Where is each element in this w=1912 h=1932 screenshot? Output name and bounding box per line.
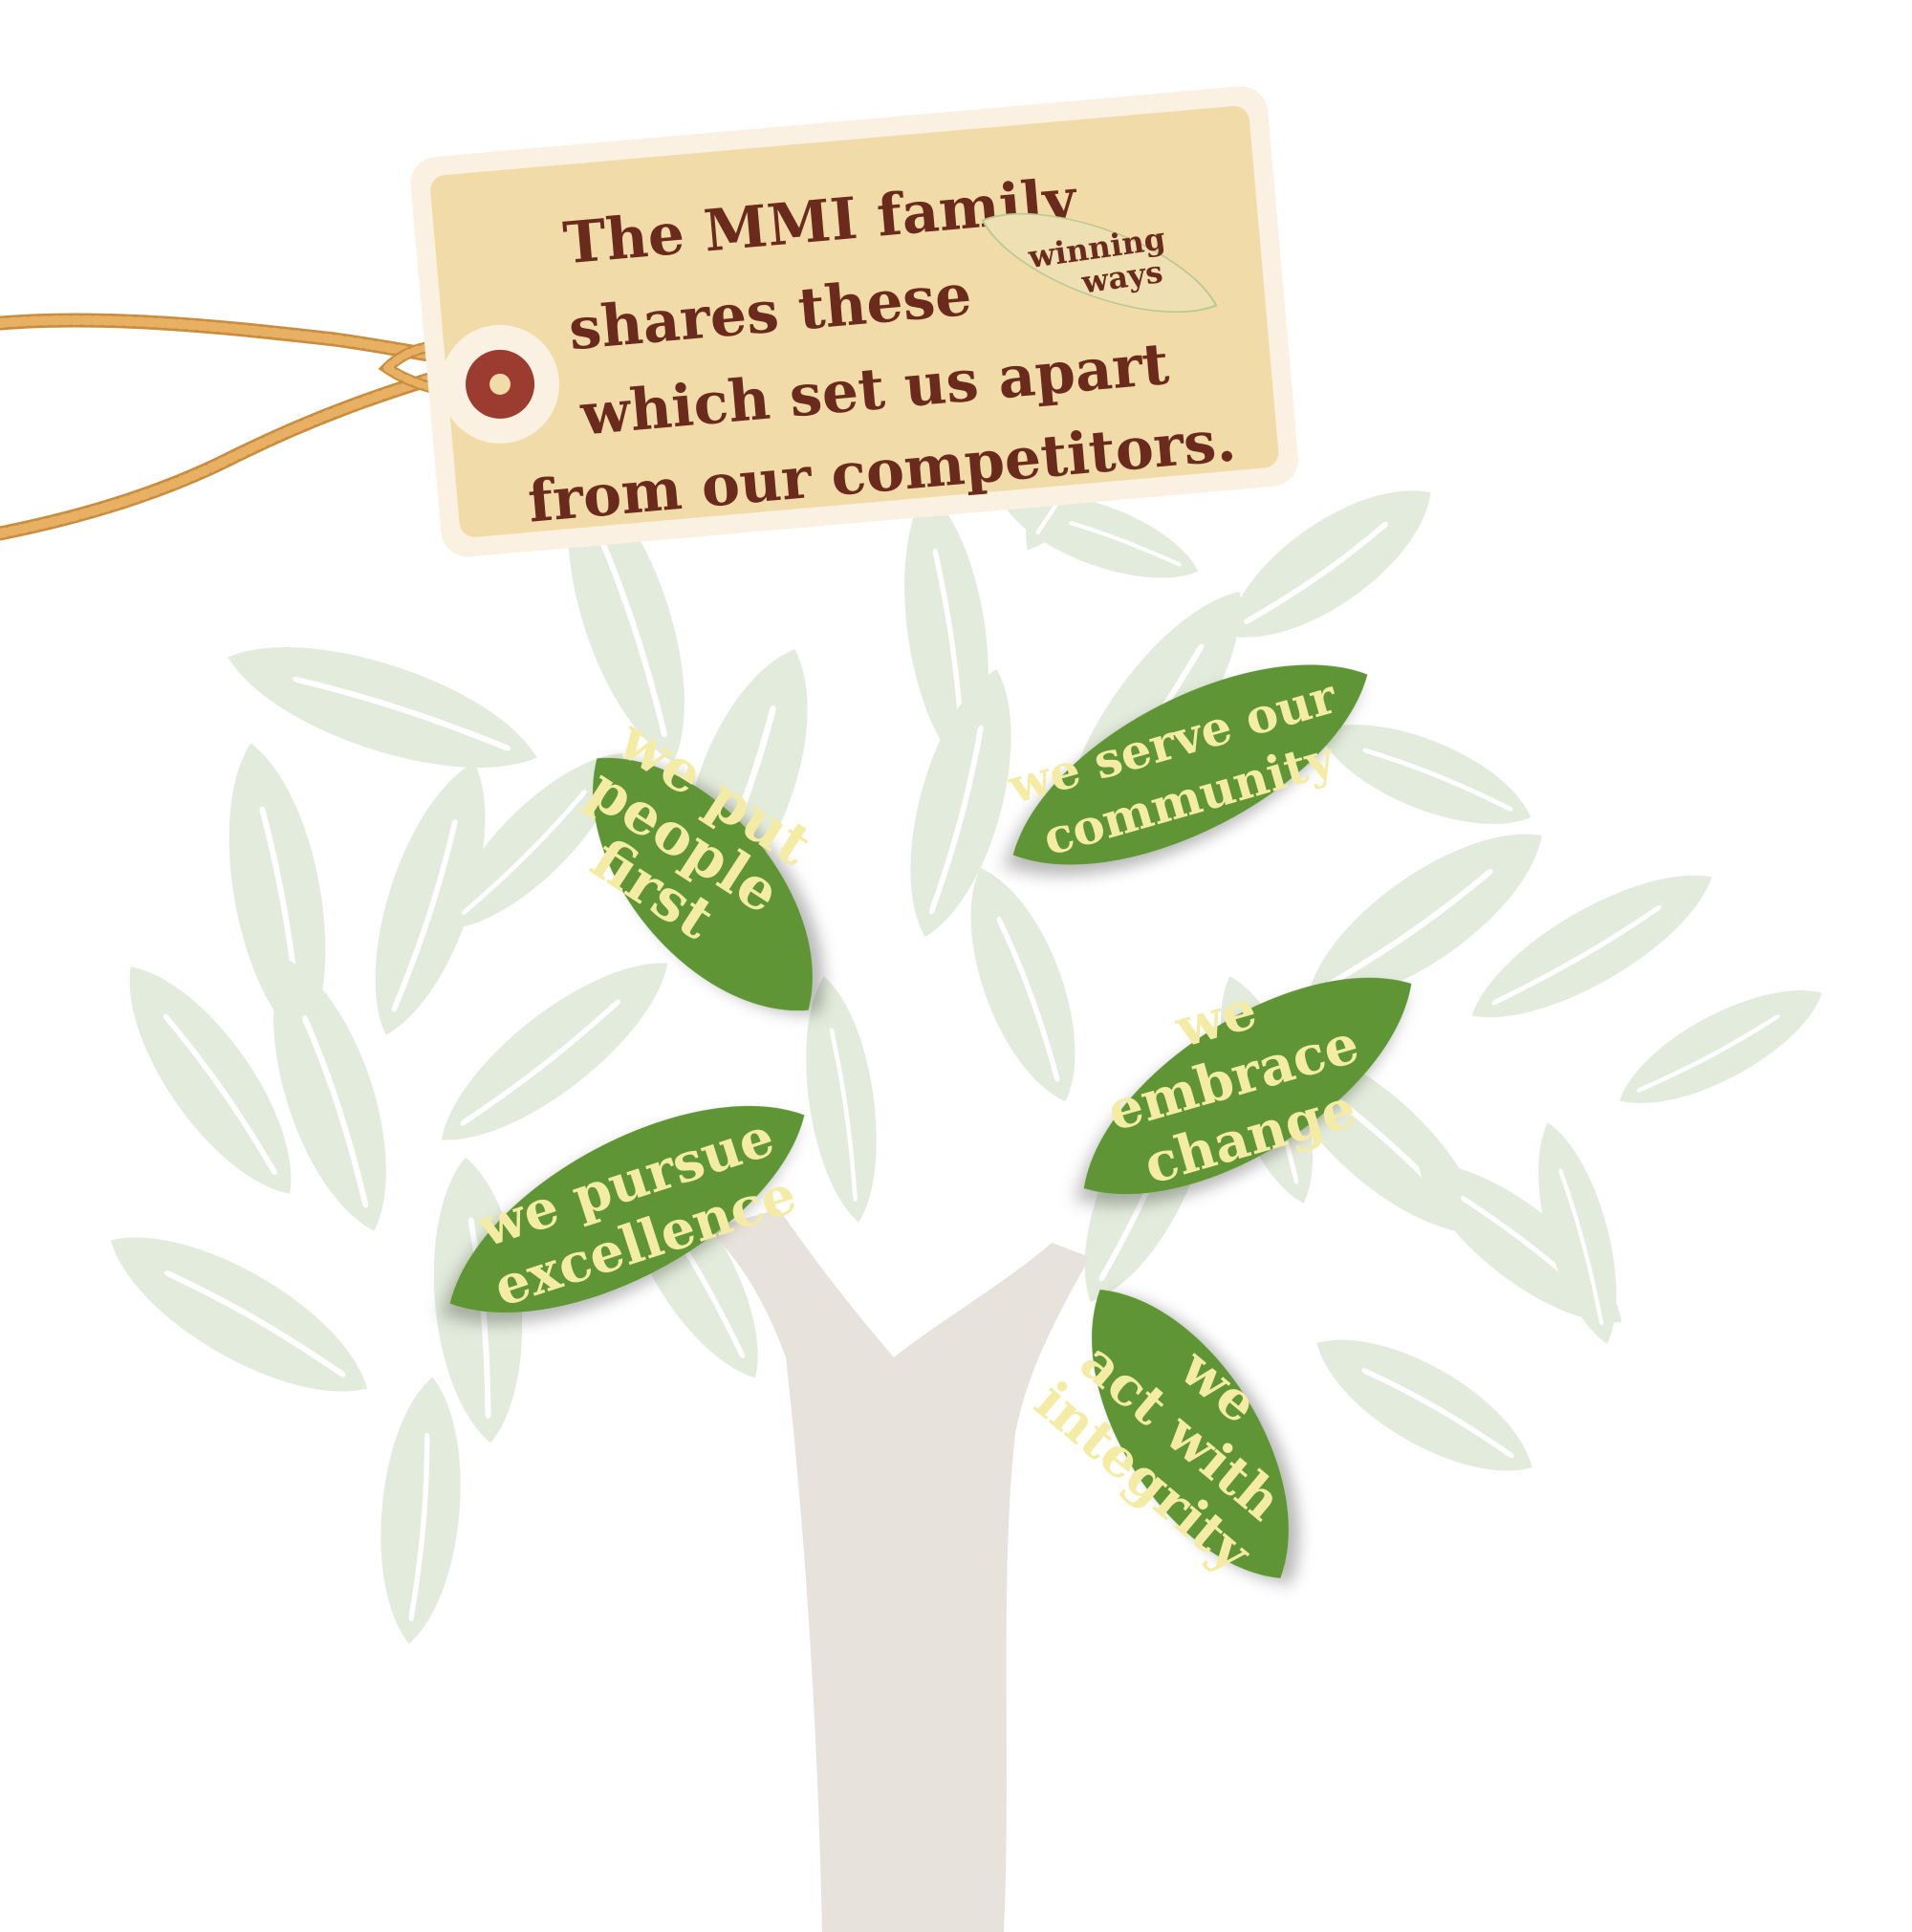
faded-leaf	[375, 762, 486, 1035]
leaf-shape	[449, 1105, 805, 1313]
luggage-tag	[410, 86, 1299, 557]
faded-leaf-vein	[1326, 869, 1493, 988]
faded-leaf-vein	[597, 532, 667, 738]
faded-leaf	[970, 867, 1076, 1102]
faded-leaf-vein	[1362, 748, 1513, 812]
faded-leaf	[910, 668, 1011, 938]
faded-leaf	[806, 976, 877, 1223]
faded-leaf	[1316, 1339, 1532, 1471]
faded-leaf-vein	[460, 999, 620, 1126]
faded-leaf-vein	[408, 1433, 430, 1621]
leaf-shape	[1092, 1290, 1289, 1578]
faded-leaf-vein	[929, 725, 984, 915]
faded-leaf	[1619, 990, 1822, 1103]
faded-leaf-vein	[1244, 521, 1389, 624]
faded-leaf-vein	[1491, 905, 1662, 1006]
faded-leaf	[1538, 1122, 1617, 1344]
faded-leaf-vein	[163, 1013, 277, 1175]
leaf-shape	[1012, 664, 1368, 865]
faded-leaf	[380, 1377, 461, 1644]
faded-leaf-vein	[1636, 1014, 1780, 1093]
faded-leaf-vein	[302, 1015, 369, 1208]
faded-leaf-vein	[293, 676, 511, 751]
faded-leaf-vein	[163, 1270, 346, 1378]
faded-leaf-vein	[1361, 1368, 1514, 1459]
tag-grommet-hole	[489, 373, 511, 395]
faded-leaf	[110, 1237, 368, 1392]
leaf-shape	[593, 757, 813, 1011]
faded-leaf	[1317, 725, 1532, 824]
faded-leaf-vein	[462, 790, 587, 915]
faded-leaf	[273, 958, 386, 1231]
faded-leaf-vein	[1558, 1168, 1604, 1326]
tag-card	[430, 105, 1279, 537]
faded-leaf	[228, 647, 537, 768]
faded-leaf-vein	[391, 819, 458, 1012]
leaf-shape	[1083, 977, 1412, 1195]
tree-trunk	[707, 1209, 1090, 1932]
faded-leaf-vein	[467, 1217, 491, 1420]
faded-leaf-vein	[996, 917, 1060, 1082]
faded-leaf-vein	[829, 1028, 858, 1202]
faded-leaf	[1227, 490, 1431, 638]
